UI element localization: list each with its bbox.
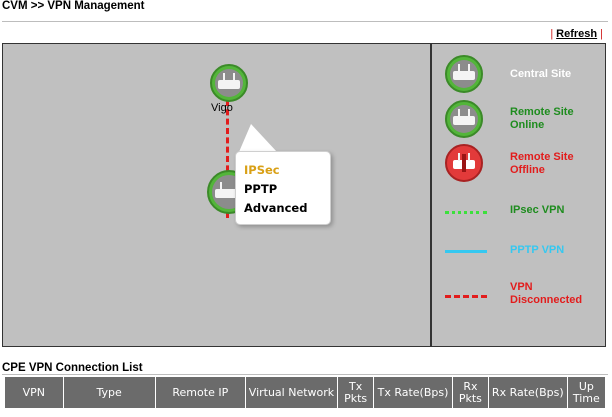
- separator: |: [550, 28, 554, 40]
- separator: |: [600, 28, 603, 40]
- legend-remote-online: Remote Site Online: [510, 106, 574, 131]
- list-divider: [2, 374, 608, 375]
- column-header-tx-pkts[interactable]: Tx Pkts: [337, 376, 375, 409]
- cpe-vpn-table: VPN Type Remote IP Virtual Network Tx Pk…: [4, 376, 607, 409]
- legend-pptp-vpn: PPTP VPN: [510, 244, 565, 256]
- pptp-line-sample: [445, 250, 487, 253]
- refresh-link[interactable]: Refresh: [556, 28, 598, 40]
- column-header-vpn[interactable]: VPN: [4, 376, 64, 409]
- column-header-up-time[interactable]: Up Time: [566, 376, 607, 409]
- central-site-icon: [445, 55, 483, 93]
- remote-online-icon: [445, 100, 483, 138]
- legend-panel: Central Site Remote Site Online Remote S…: [434, 44, 605, 346]
- column-header-rx-pkts[interactable]: Rx Pkts: [451, 376, 489, 409]
- popup-pointer: [239, 124, 277, 152]
- offline-bar: [462, 154, 466, 172]
- column-header-virtual-network[interactable]: Virtual Network: [244, 376, 339, 409]
- column-header-remote-ip[interactable]: Remote IP: [154, 376, 246, 409]
- ipsec-line-sample: [445, 211, 487, 214]
- page-title: CVM >> VPN Management: [2, 0, 145, 12]
- legend-remote-offline: Remote Site Offline: [510, 151, 574, 176]
- menu-item-ipsec[interactable]: IPSec: [244, 163, 280, 177]
- vpn-map-panel: Vigo IPSec PPTP Advanced Central Site Re…: [2, 43, 606, 347]
- remote-offline-icon: [445, 144, 483, 182]
- menu-item-pptp[interactable]: PPTP: [244, 182, 278, 196]
- legend-vpn-disconnected: VPN Disconnected: [510, 281, 583, 306]
- column-header-rx-rate[interactable]: Rx Rate(Bps): [487, 376, 568, 409]
- menu-item-advanced[interactable]: Advanced: [244, 201, 308, 215]
- legend-central-site: Central Site: [510, 68, 572, 80]
- column-header-type[interactable]: Type: [62, 376, 156, 409]
- context-menu: IPSec PPTP Advanced: [235, 151, 331, 225]
- router-icon: [215, 69, 243, 97]
- refresh-bar: |Refresh|: [547, 28, 606, 40]
- central-device-name: Vigo: [211, 102, 233, 114]
- legend-ipsec-vpn: IPsec VPN: [510, 204, 565, 216]
- column-header-tx-rate[interactable]: Tx Rate(Bps): [373, 376, 453, 409]
- disconnected-line-sample: [445, 295, 487, 298]
- cpe-list-title: CPE VPN Connection List: [2, 362, 143, 374]
- vpn-disconnected-line[interactable]: [226, 100, 229, 218]
- central-site-device[interactable]: [210, 64, 248, 102]
- topology-map: Vigo IPSec PPTP Advanced: [3, 44, 432, 346]
- table-header-row: VPN Type Remote IP Virtual Network Tx Pk…: [4, 376, 607, 409]
- title-divider: [2, 21, 608, 22]
